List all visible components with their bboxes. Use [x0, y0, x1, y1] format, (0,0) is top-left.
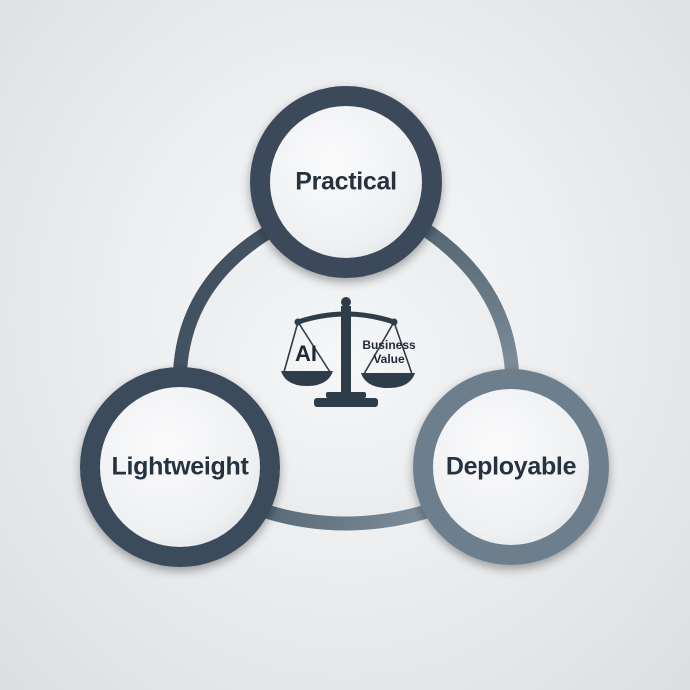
- balance-scale-icon: [281, 297, 415, 407]
- scale-left-label: AI: [295, 341, 317, 366]
- arc-practical-lightweight: [173, 221, 282, 379]
- arc-lightweight-deployable: [261, 505, 432, 531]
- node-circle-deployable: [413, 369, 609, 565]
- node-label-deployable: Deployable: [445, 452, 577, 481]
- node-circle-practical: [250, 86, 442, 278]
- node-circle-lightweight: [80, 367, 280, 567]
- scale-right-label: Business Value: [349, 338, 429, 366]
- node-label-practical: Practical: [295, 167, 397, 196]
- scale-right-label-line2: Value: [373, 352, 405, 366]
- node-label-lightweight: Lightweight: [111, 452, 249, 481]
- arc-practical-deployable: [413, 219, 519, 379]
- scale-right-label-line1: Business: [362, 338, 416, 352]
